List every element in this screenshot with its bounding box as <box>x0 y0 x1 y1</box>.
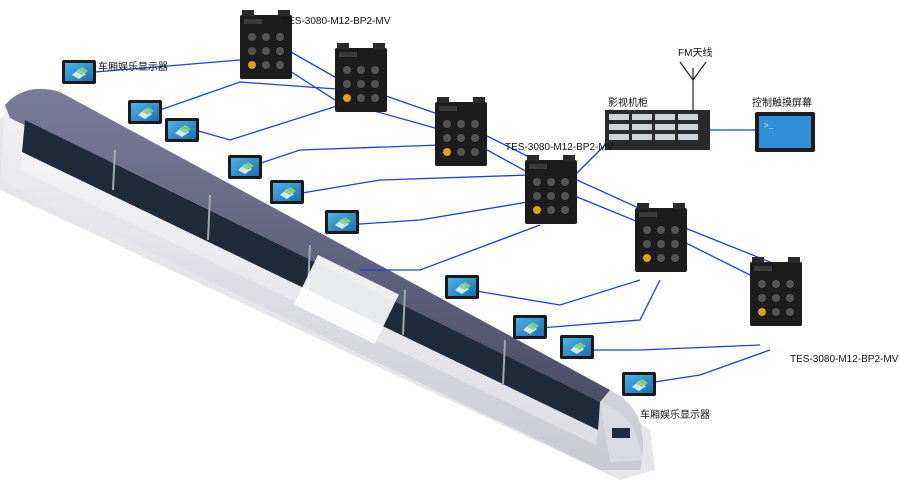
monitor-icon <box>325 210 359 234</box>
media-cabinet <box>605 110 710 150</box>
monitor-icon <box>445 275 479 299</box>
media-cabinet-label: 影视机柜 <box>608 96 648 109</box>
display-label-top: 车厢娱乐显示器 <box>98 60 168 73</box>
monitor-icon <box>128 100 162 124</box>
monitor-icon <box>270 180 304 204</box>
switch-label-top: TES-3080-M12-BP2-MV <box>282 16 391 27</box>
monitor-icon <box>560 335 594 359</box>
svg-text:>_: >_ <box>764 122 774 131</box>
train <box>0 88 655 480</box>
switch-label-right: TES-3080-M12-BP2-MV <box>790 354 899 365</box>
monitor-icon <box>165 118 199 142</box>
touch-screen: >_ <box>755 112 815 152</box>
switch-middle <box>525 155 577 224</box>
switch-label-middle: TES-3080-M12-BP2-MV <box>505 142 614 153</box>
switch-bottom-right <box>750 257 802 326</box>
network-links <box>94 39 791 386</box>
fm-antenna-label: FM天线 <box>678 46 712 59</box>
monitor-icon <box>62 60 96 84</box>
switch-upper-middle <box>335 43 387 112</box>
display-label-bottom: 车厢娱乐显示器 <box>640 408 710 421</box>
monitor-icon <box>622 372 656 396</box>
touch-screen-label: 控制触摸屏幕 <box>752 96 812 109</box>
switch-middle-left <box>435 97 487 166</box>
monitor-icon <box>513 315 547 339</box>
fm-antenna <box>679 61 707 110</box>
switch-lower-right <box>635 203 687 272</box>
monitor-icon <box>228 155 262 179</box>
